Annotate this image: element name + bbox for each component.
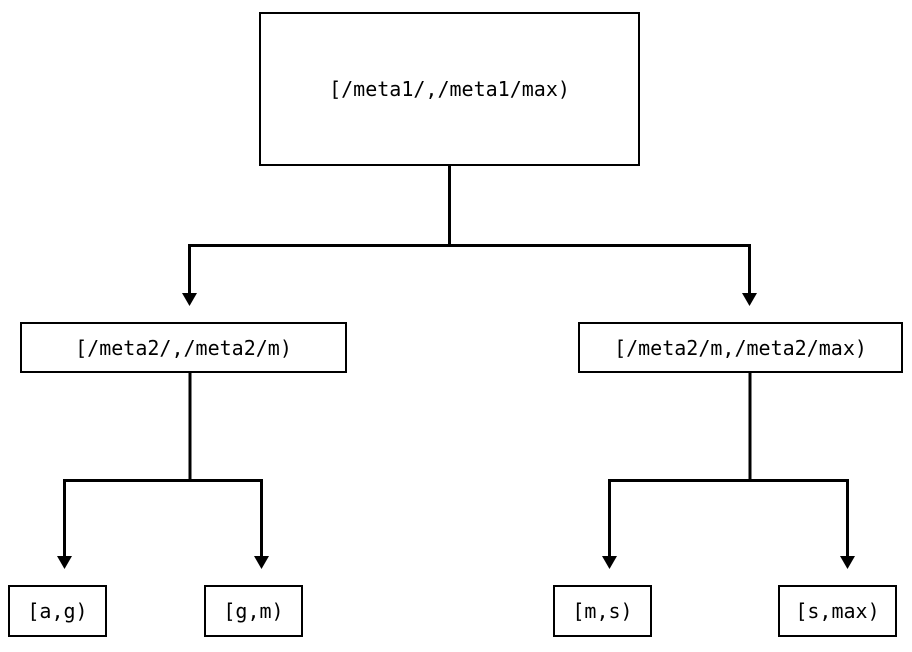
arrowhead-icon [254, 556, 269, 569]
edge-mid-left-to-leaf-2 [190, 479, 269, 569]
tree-node-leaf-3[interactable]: [m,s) [553, 585, 652, 637]
tree-node-leaf-2[interactable]: [g,m) [204, 585, 303, 637]
arrowhead-icon [602, 556, 617, 569]
edge-mid-right-to-leaf-4 [750, 479, 855, 569]
tree-node-leaf-1[interactable]: [a,g) [8, 585, 107, 637]
arrowhead-icon [742, 293, 757, 306]
tree-node-mid-right[interactable]: [/meta2/m,/meta2/max) [578, 322, 903, 373]
edge-root-to-mid-right [449, 244, 757, 306]
edge-mid-left-to-leaf-1 [57, 373, 192, 569]
tree-node-leaf-2-label: [g,m) [223, 599, 284, 623]
tree-node-root[interactable]: [/meta1/,/meta1/max) [259, 12, 640, 166]
arrowhead-icon [182, 293, 197, 306]
tree-node-leaf-1-label: [a,g) [27, 599, 88, 623]
tree-node-root-label: [/meta1/,/meta1/max) [329, 77, 570, 101]
edge-root-to-mid-left [182, 166, 451, 306]
tree-node-leaf-4-label: [s,max) [795, 599, 880, 623]
tree-node-leaf-4[interactable]: [s,max) [778, 585, 897, 637]
tree-node-mid-left-label: [/meta2/,/meta2/m) [75, 335, 292, 360]
edge-mid-right-to-leaf-3 [602, 373, 752, 569]
tree-node-mid-right-label: [/meta2/m,/meta2/max) [614, 335, 867, 360]
arrowhead-icon [57, 556, 72, 569]
tree-node-mid-left[interactable]: [/meta2/,/meta2/m) [20, 322, 347, 373]
tree-node-leaf-3-label: [m,s) [572, 599, 633, 623]
arrowhead-icon [840, 556, 855, 569]
